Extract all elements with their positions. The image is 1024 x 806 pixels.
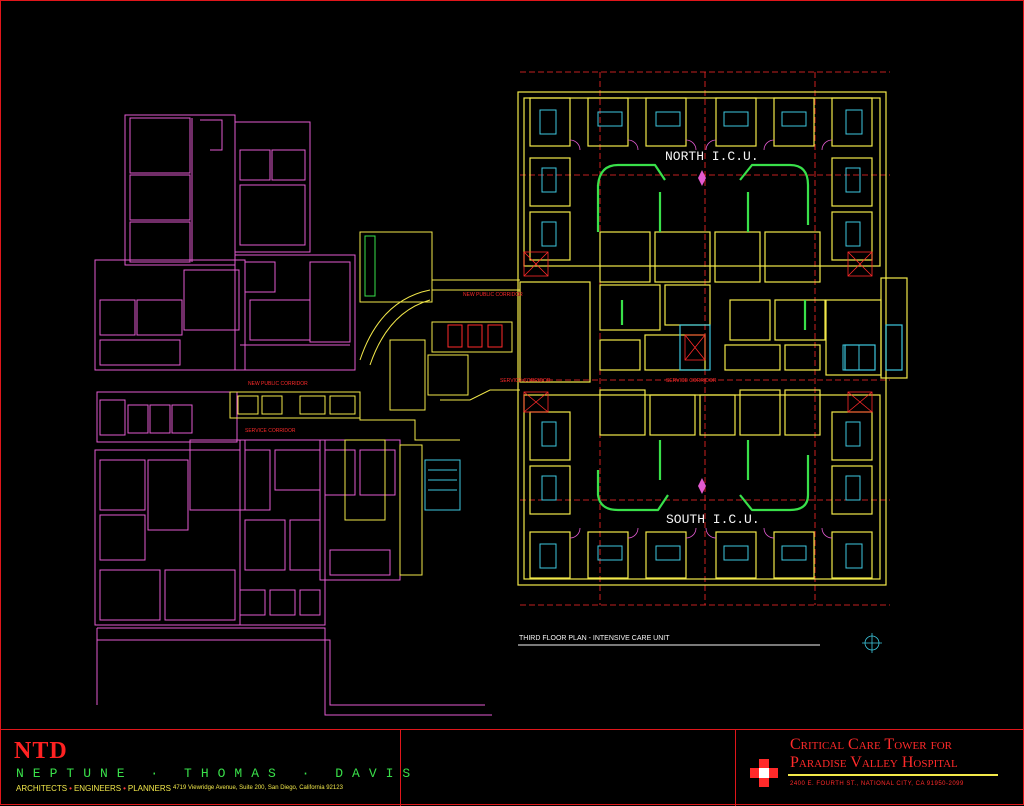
corridor-label-new-public-w: NEW PUBLIC CORRIDOR: [248, 381, 308, 387]
corridor-label-service-c: SERVICE CORRIDOR: [500, 378, 551, 384]
icu-tower: [517, 71, 908, 653]
firm-disciplines: ARCHITECTS•ENGINEERS•PLANNERS: [16, 784, 171, 793]
discipline-planners: PLANNERS: [127, 784, 171, 793]
title-block-divider: [735, 730, 736, 806]
discipline-architects: ARCHITECTS: [16, 784, 68, 793]
connector: [229, 231, 520, 576]
sheet-title: THIRD FLOOR PLAN - INTENSIVE CARE UNIT: [519, 635, 670, 642]
discipline-engineers: ENGINEERS: [73, 784, 122, 793]
south-icu-label: SOUTH I.C.U.: [666, 512, 760, 527]
existing-building: [94, 114, 492, 716]
corridor-label-new-public-n: NEW PUBLIC CORRIDOR: [463, 292, 523, 298]
project-address: 2400 E. FOURTH ST., NATIONAL CITY, CA 91…: [790, 781, 964, 787]
project-title-line1: Critical Care Tower for: [790, 736, 952, 753]
title-block-divider: [400, 730, 401, 806]
north-icu-label: NORTH I.C.U.: [665, 149, 759, 164]
floor-plan: [94, 71, 908, 716]
corridor-label-service-w: SERVICE CORRIDOR: [245, 428, 296, 434]
red-cross-icon: [750, 759, 778, 787]
firm-address: 4719 Viewridge Avenue, Suite 200, San Di…: [173, 785, 343, 791]
firm-name: NEPTUNE · THOMAS · DAVIS: [16, 766, 420, 781]
project-title-rule: [788, 774, 998, 776]
firm-logo: NTD: [14, 738, 68, 764]
title-block: NTD NEPTUNE · THOMAS · DAVIS ARCHITECTS•…: [0, 729, 1024, 806]
corridor-label-service-e: SERVICE CORRIDOR: [666, 378, 717, 384]
project-title-line2: Paradise Valley Hospital: [790, 754, 958, 771]
